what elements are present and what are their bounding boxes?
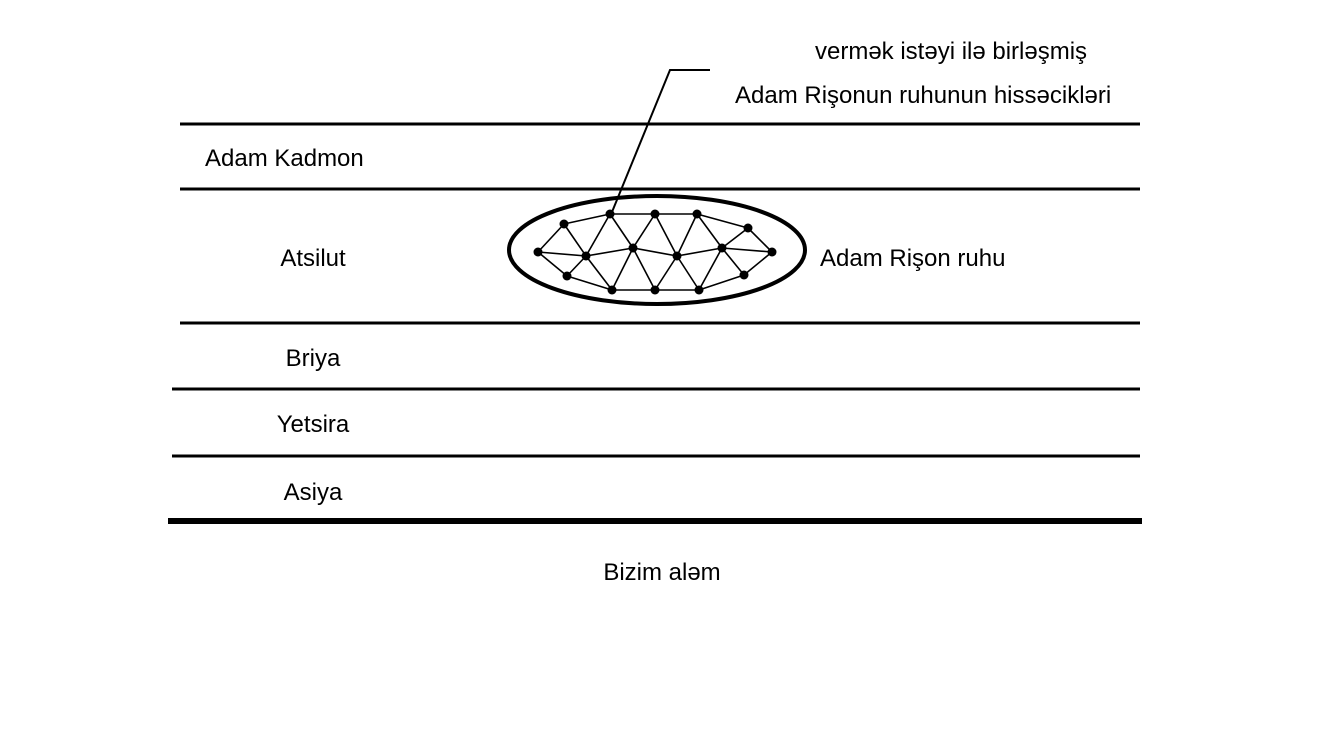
network-edge [563, 213, 611, 225]
network-edge [632, 213, 656, 249]
particle-node [694, 285, 704, 295]
network-edge [566, 275, 613, 291]
network-edge [698, 247, 723, 291]
particle-network [533, 209, 777, 295]
network-edge [563, 223, 587, 257]
particle-node [743, 223, 753, 233]
network-edge [609, 213, 634, 249]
particle-node [607, 285, 617, 295]
particle-node [717, 243, 727, 253]
particle-node [628, 243, 638, 253]
network-edge [537, 223, 565, 253]
level-atsilut: Atsilut [280, 245, 346, 272]
particle-node [767, 247, 777, 257]
annotation-line-2: Adam Rişonun ruhunun hissəcikləri [735, 82, 1112, 109]
particle-node [650, 209, 660, 219]
network-edge [585, 255, 613, 291]
network-edge [676, 213, 698, 257]
network-edge [696, 213, 723, 249]
network-edge [654, 255, 678, 291]
network-edge [676, 255, 700, 291]
particle-node [605, 209, 615, 219]
network-edge [585, 247, 634, 257]
level-asiya: Asiya [283, 479, 343, 506]
network-edge [654, 213, 678, 257]
particle-node [559, 219, 569, 229]
particle-node [692, 209, 702, 219]
network-edge [632, 247, 656, 291]
bottom-label: Bizim aləm [603, 559, 721, 586]
particle-node [672, 251, 682, 261]
network-edge [585, 213, 611, 257]
particle-node [650, 285, 660, 295]
network-edge [537, 251, 568, 277]
network-edge [747, 227, 773, 253]
level-adam-kadmon: Adam Kadmon [205, 145, 364, 172]
network-edge [632, 247, 678, 257]
network-edge [696, 213, 749, 229]
particle-node [562, 271, 572, 281]
network-edge [721, 227, 749, 249]
annotation-line-1: vermək istəyi ilə birləşmiş [815, 38, 1088, 65]
network-edge [743, 251, 773, 276]
particle-node [533, 247, 543, 257]
network-edge [721, 247, 745, 276]
soul-ellipse [507, 194, 807, 306]
leader-line [611, 69, 710, 213]
network-edge [611, 247, 634, 291]
network-edge [566, 255, 587, 277]
particle-node [739, 270, 749, 280]
network-edge [537, 251, 587, 257]
network-edge [698, 274, 745, 291]
particle-node [581, 251, 591, 261]
soul-label: Adam Rişon ruhu [820, 245, 1006, 272]
network-edge [676, 247, 723, 257]
level-briya: Briya [285, 345, 341, 372]
network-edge [721, 247, 773, 253]
level-yetsira: Yetsira [276, 411, 350, 438]
